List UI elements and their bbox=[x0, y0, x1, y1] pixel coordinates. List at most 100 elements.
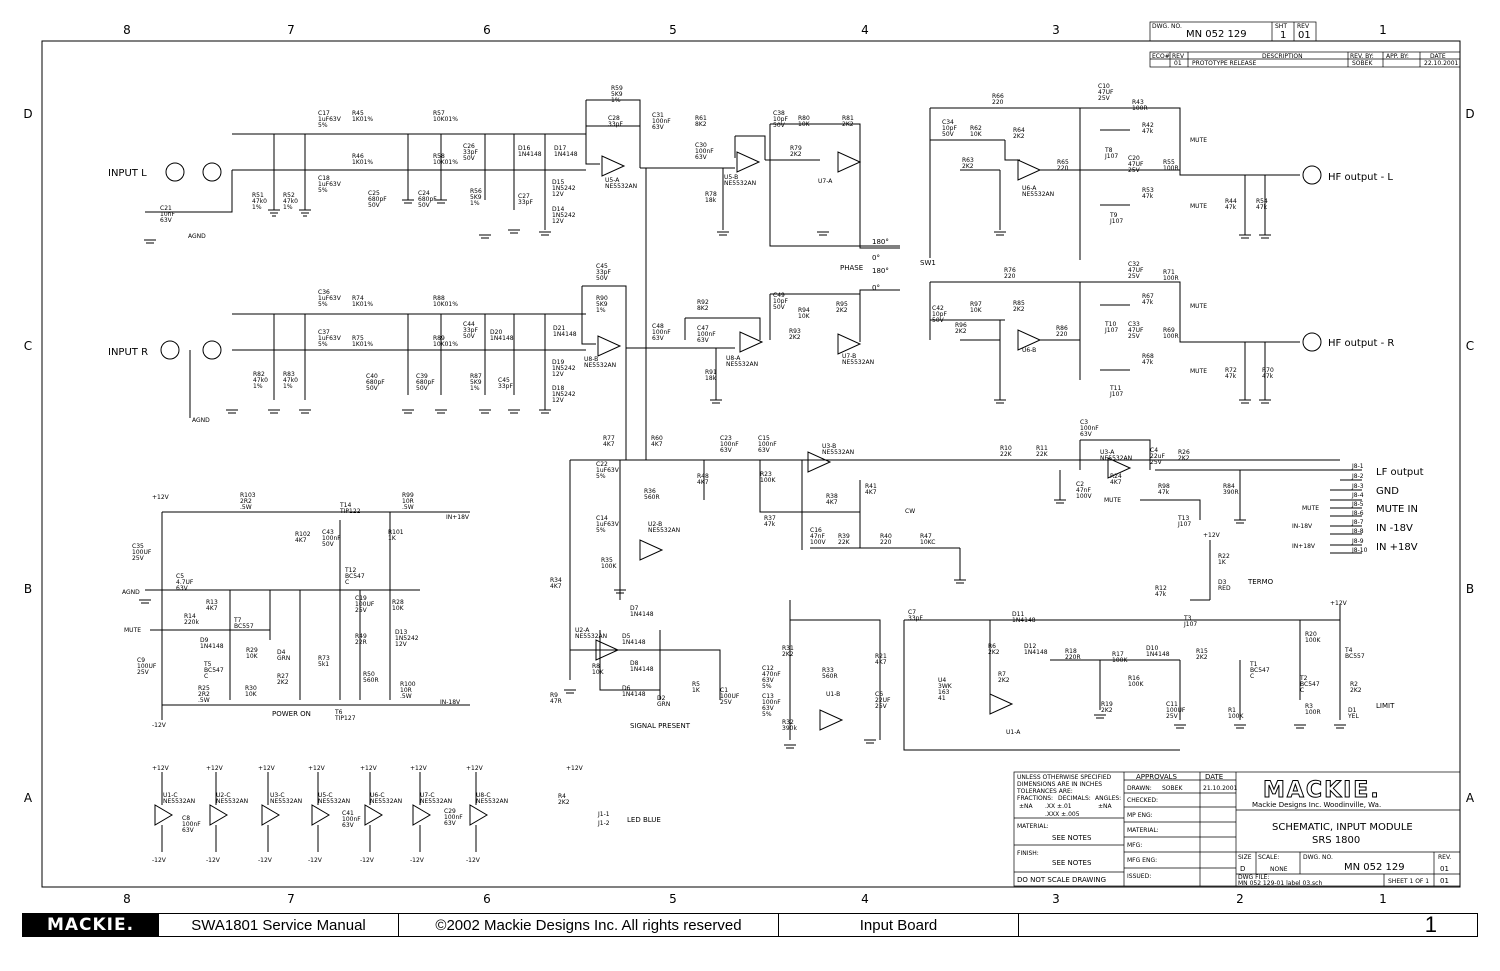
component-designator: R59 bbox=[611, 85, 623, 92]
approval-row: MFG ENG: bbox=[1127, 857, 1157, 864]
phase-180-label: 180° bbox=[872, 267, 889, 275]
finish-label: FINISH: bbox=[1017, 850, 1039, 857]
opamp-u3a bbox=[1107, 457, 1132, 479]
component-designator: C14 bbox=[596, 515, 608, 522]
component-value: 47k bbox=[1142, 128, 1154, 135]
component-designator: R66 bbox=[992, 93, 1004, 100]
col-marker: 8 bbox=[123, 23, 131, 37]
agnd-label: AGND bbox=[192, 417, 210, 424]
component-designator: R48 bbox=[697, 473, 709, 480]
plus12-label: +12V bbox=[466, 765, 484, 772]
component-value: 2K2 bbox=[1350, 687, 1362, 694]
scale-label: SCALE: bbox=[1258, 854, 1279, 861]
component-value: NE5532AN bbox=[1100, 455, 1132, 462]
component-designator: R43 bbox=[1132, 99, 1144, 106]
component-value: 18k bbox=[705, 197, 717, 204]
component-value: TIP127 bbox=[334, 715, 356, 722]
component-value: 63V bbox=[160, 217, 173, 224]
component-value: 33pF bbox=[498, 383, 513, 390]
j8-pin: J8-7 bbox=[1351, 519, 1364, 526]
component-value: GRN bbox=[657, 701, 670, 708]
component-designator: R30 bbox=[245, 685, 257, 692]
agnd-label: AGND bbox=[122, 589, 140, 596]
signal-present-label: SIGNAL PRESENT bbox=[630, 722, 691, 730]
opamp-u7c bbox=[412, 804, 431, 826]
component-value: 220k bbox=[184, 619, 199, 626]
component-value: 100R bbox=[1163, 275, 1179, 282]
component-designator: R27 bbox=[277, 673, 289, 680]
component-value: 100nF bbox=[720, 441, 739, 448]
component-designator: R78 bbox=[705, 191, 717, 198]
component-designator: R47 bbox=[920, 533, 932, 540]
component-designator: R62 bbox=[970, 125, 982, 132]
component-value: NE5532AN bbox=[163, 798, 195, 805]
component-designator: T1 bbox=[1249, 661, 1258, 668]
approval-row: MP ENG: bbox=[1127, 812, 1153, 819]
component-value: 47R bbox=[550, 698, 562, 705]
component-designator: R3 bbox=[1305, 703, 1313, 710]
component-value: 50V bbox=[366, 385, 379, 392]
component-value: J107 bbox=[1177, 521, 1191, 528]
component-designator: C11 bbox=[1166, 701, 1178, 708]
component-designator: T14 bbox=[339, 502, 351, 509]
component-designator: R50 bbox=[363, 671, 375, 678]
component-value: 10K bbox=[798, 313, 811, 320]
component-designator: C33 bbox=[1128, 321, 1140, 328]
component-value: .5W bbox=[400, 693, 412, 700]
scale-value: NONE bbox=[1270, 866, 1288, 873]
rev-value: 01 bbox=[1440, 877, 1449, 885]
component-value: 1% bbox=[252, 204, 262, 211]
dwgno-value: MN 052 129 bbox=[1344, 862, 1405, 873]
component-designator: R71 bbox=[1163, 269, 1175, 276]
component-designator: R14 bbox=[184, 613, 196, 620]
component-value: 4K7 bbox=[697, 479, 709, 486]
component-designator: D3 bbox=[1218, 579, 1227, 586]
component-designator: R75 bbox=[352, 335, 364, 342]
component-value: 2K2 bbox=[836, 307, 848, 314]
component-value: 2K2 bbox=[962, 163, 974, 170]
component-value: 63V bbox=[758, 447, 771, 454]
component-value: 47k0 bbox=[253, 377, 268, 384]
component-value: 1N4148 bbox=[490, 335, 514, 342]
component-designator: C4 bbox=[1150, 447, 1158, 454]
component-designator: R39 bbox=[838, 533, 850, 540]
component-value: 2K2 bbox=[1101, 707, 1113, 714]
component-designator: R19 bbox=[1101, 701, 1113, 708]
component-designator: T4 bbox=[1344, 647, 1353, 654]
component-value: 1K01% bbox=[352, 159, 373, 166]
component-value: NE5532AN bbox=[270, 798, 302, 805]
component-value: 50V bbox=[368, 202, 381, 209]
component-designator: C26 bbox=[463, 143, 475, 150]
component-designator: R63 bbox=[962, 157, 974, 164]
component-value: 1N5242 bbox=[552, 185, 576, 192]
component-value: BC547 bbox=[204, 667, 224, 674]
notes-line: UNLESS OTHERWISE SPECIFIED bbox=[1017, 774, 1112, 781]
component-value: NE5532AN bbox=[1022, 191, 1054, 198]
component-designator: R54 bbox=[1256, 198, 1268, 205]
plus12-label: +12V bbox=[152, 494, 170, 501]
component-value: 100K bbox=[601, 563, 617, 570]
component-value: 47k bbox=[764, 521, 776, 528]
component-value: 1uF63V bbox=[318, 295, 342, 302]
component-designator: U7-A bbox=[818, 178, 833, 185]
component-designator: D13 bbox=[395, 629, 407, 636]
component-designator: R16 bbox=[1128, 675, 1140, 682]
component-designator: D21 bbox=[553, 325, 565, 332]
footer-board: Input Board bbox=[779, 914, 1019, 936]
component-designator: C18 bbox=[318, 175, 330, 182]
do-not-scale: DO NOT SCALE DRAWING bbox=[1017, 876, 1106, 884]
component-value: 1K bbox=[692, 687, 701, 694]
component-designator: D17 bbox=[554, 145, 566, 152]
in-plus18-label: IN +18V bbox=[1376, 542, 1418, 553]
footer-copyright: ©2002 Mackie Designs Inc. All rights res… bbox=[399, 914, 779, 936]
component-value: 2K2 bbox=[998, 677, 1010, 684]
size-value: D bbox=[1240, 865, 1245, 873]
component-designator: R56 bbox=[470, 188, 482, 195]
drawing-frame bbox=[41, 40, 1461, 888]
input-r-label: INPUT R bbox=[108, 347, 148, 358]
j8-pin: J8-5 bbox=[1351, 501, 1364, 508]
component-value: 10K bbox=[245, 691, 258, 698]
wiring bbox=[145, 99, 1341, 751]
drawn-by: SOBEK bbox=[1162, 785, 1183, 792]
component-value: 10K bbox=[798, 121, 811, 128]
